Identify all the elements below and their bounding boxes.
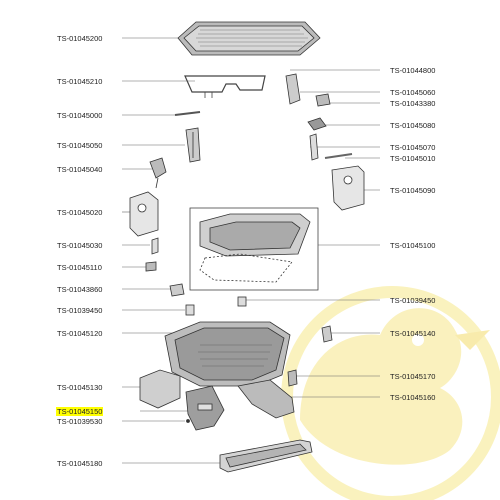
part-label-r5: TS-01045070 xyxy=(390,143,436,152)
part-label-l11: TS-01045120 xyxy=(57,329,103,338)
part-label-l13-highlighted: TS-01045150 xyxy=(56,407,104,416)
part-label-r1: TS-01044800 xyxy=(390,66,436,75)
part-label-l12: TS-01045130 xyxy=(57,383,103,392)
part-label-r3: TS-01043380 xyxy=(390,99,436,108)
part-label-l8: TS-01045110 xyxy=(57,263,102,272)
part-label-r12: TS-01045160 xyxy=(390,393,436,402)
part-label-l14: TS-01039530 xyxy=(57,417,103,426)
part-label-l7: TS-01045030 xyxy=(57,241,103,250)
part-label-r7: TS-01045090 xyxy=(390,186,436,195)
part-label-l10: TS-01039450 xyxy=(57,306,103,315)
part-label-l3: TS-01045000 xyxy=(57,111,103,120)
right-leader-lines xyxy=(245,69,380,398)
part-label-r6: TS-01045010 xyxy=(390,154,436,163)
part-label-r10: TS-01045140 xyxy=(390,329,436,338)
part-label-l2: TS-01045210 xyxy=(57,77,103,86)
part-label-l5: TS-01045040 xyxy=(57,165,103,174)
parts xyxy=(129,21,365,473)
part-label-r2: TS-01045060 xyxy=(390,88,436,97)
part-label-l6: TS-01045020 xyxy=(57,208,103,217)
part-label-l4: TS-01045050 xyxy=(57,141,103,150)
grill-plate xyxy=(177,21,321,56)
part-label-r11: TS-01045170 xyxy=(390,372,436,381)
part-label-r4: TS-01045080 xyxy=(390,121,436,130)
part-label-l9: TS-01043860 xyxy=(57,285,103,294)
part-label-l1: TS-01045200 xyxy=(57,34,103,43)
part-label-l15: TS-01045180 xyxy=(57,459,103,468)
part-label-r9: TS-01039450 xyxy=(390,296,436,305)
part-label-r8: TS-01045100 xyxy=(390,241,436,250)
